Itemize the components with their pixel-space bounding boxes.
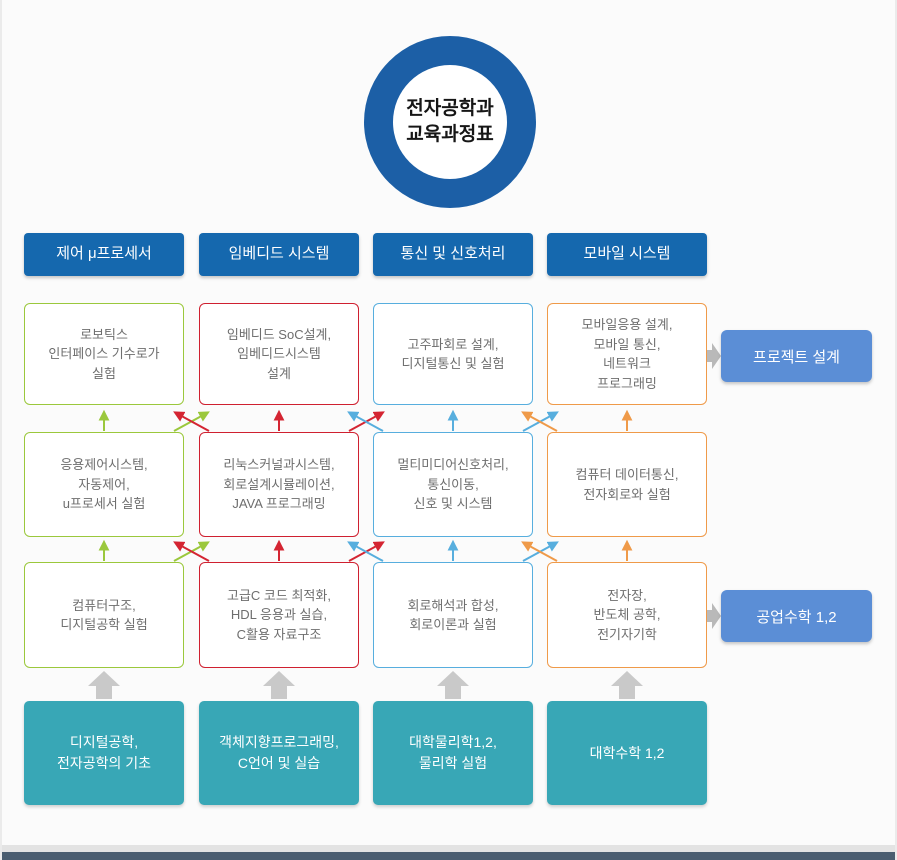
foundation-box: 대학수학 1,2 [547, 701, 707, 805]
foundation-box: 디지털공학, 전자공학의 기초 [24, 701, 184, 805]
page-title: 전자공학과 교육과정표 [393, 65, 507, 179]
course-box: 리눅스커널과시스템, 회로설계시뮬레이션, JAVA 프로그래밍 [199, 432, 359, 537]
course-box: 임베디드 SoC설계, 임베디드시스템 설계 [199, 303, 359, 405]
course-box: 회로해석과 합성, 회로이론과 실험 [373, 562, 533, 668]
outcome-project-design[interactable]: 프로젝트 설계 [721, 330, 872, 382]
up-arrows-gap1 [98, 409, 633, 432]
course-box: 고주파회로 설계, 디지털통신 및 실험 [373, 303, 533, 405]
track-header-control-processor[interactable]: 제어 μ프로세서 [24, 233, 184, 276]
track-header-embedded-system[interactable]: 임베디드 시스템 [199, 233, 359, 276]
track-header-comm-signal[interactable]: 통신 및 신호처리 [373, 233, 533, 276]
course-box: 로보틱스 인터페이스 기수로가 실험 [24, 303, 184, 405]
program-badge-ring: 전자공학과 교육과정표 [364, 36, 536, 208]
course-box: 컴퓨터구조, 디지털공학 실험 [24, 562, 184, 668]
foundation-up-arrows [88, 671, 643, 699]
footer-bar [2, 852, 895, 860]
course-box: 전자장, 반도체 공학, 전기자기학 [547, 562, 707, 668]
course-box: 멀티미디어신호처리, 통신이동, 신호 및 시스템 [373, 432, 533, 537]
course-box: 고급C 코드 최적화, HDL 응용과 실습, C활용 자료구조 [199, 562, 359, 668]
course-box: 컴퓨터 데이터통신, 전자회로와 실험 [547, 432, 707, 537]
course-box: 응용제어시스템, 자동제어, u프로세서 실험 [24, 432, 184, 537]
track-header-mobile-system[interactable]: 모바일 시스템 [547, 233, 707, 276]
foundation-box: 대학물리학1,2, 물리학 실험 [373, 701, 533, 805]
outcome-engineering-math[interactable]: 공업수학 1,2 [721, 590, 872, 642]
foundation-box: 객체지향프로그래밍, C언어 및 실습 [199, 701, 359, 805]
course-box: 모바일응용 설계, 모바일 통신, 네트워크 프로그래밍 [547, 303, 707, 405]
up-arrows-gap2 [98, 539, 633, 562]
footer-strip [2, 845, 895, 852]
